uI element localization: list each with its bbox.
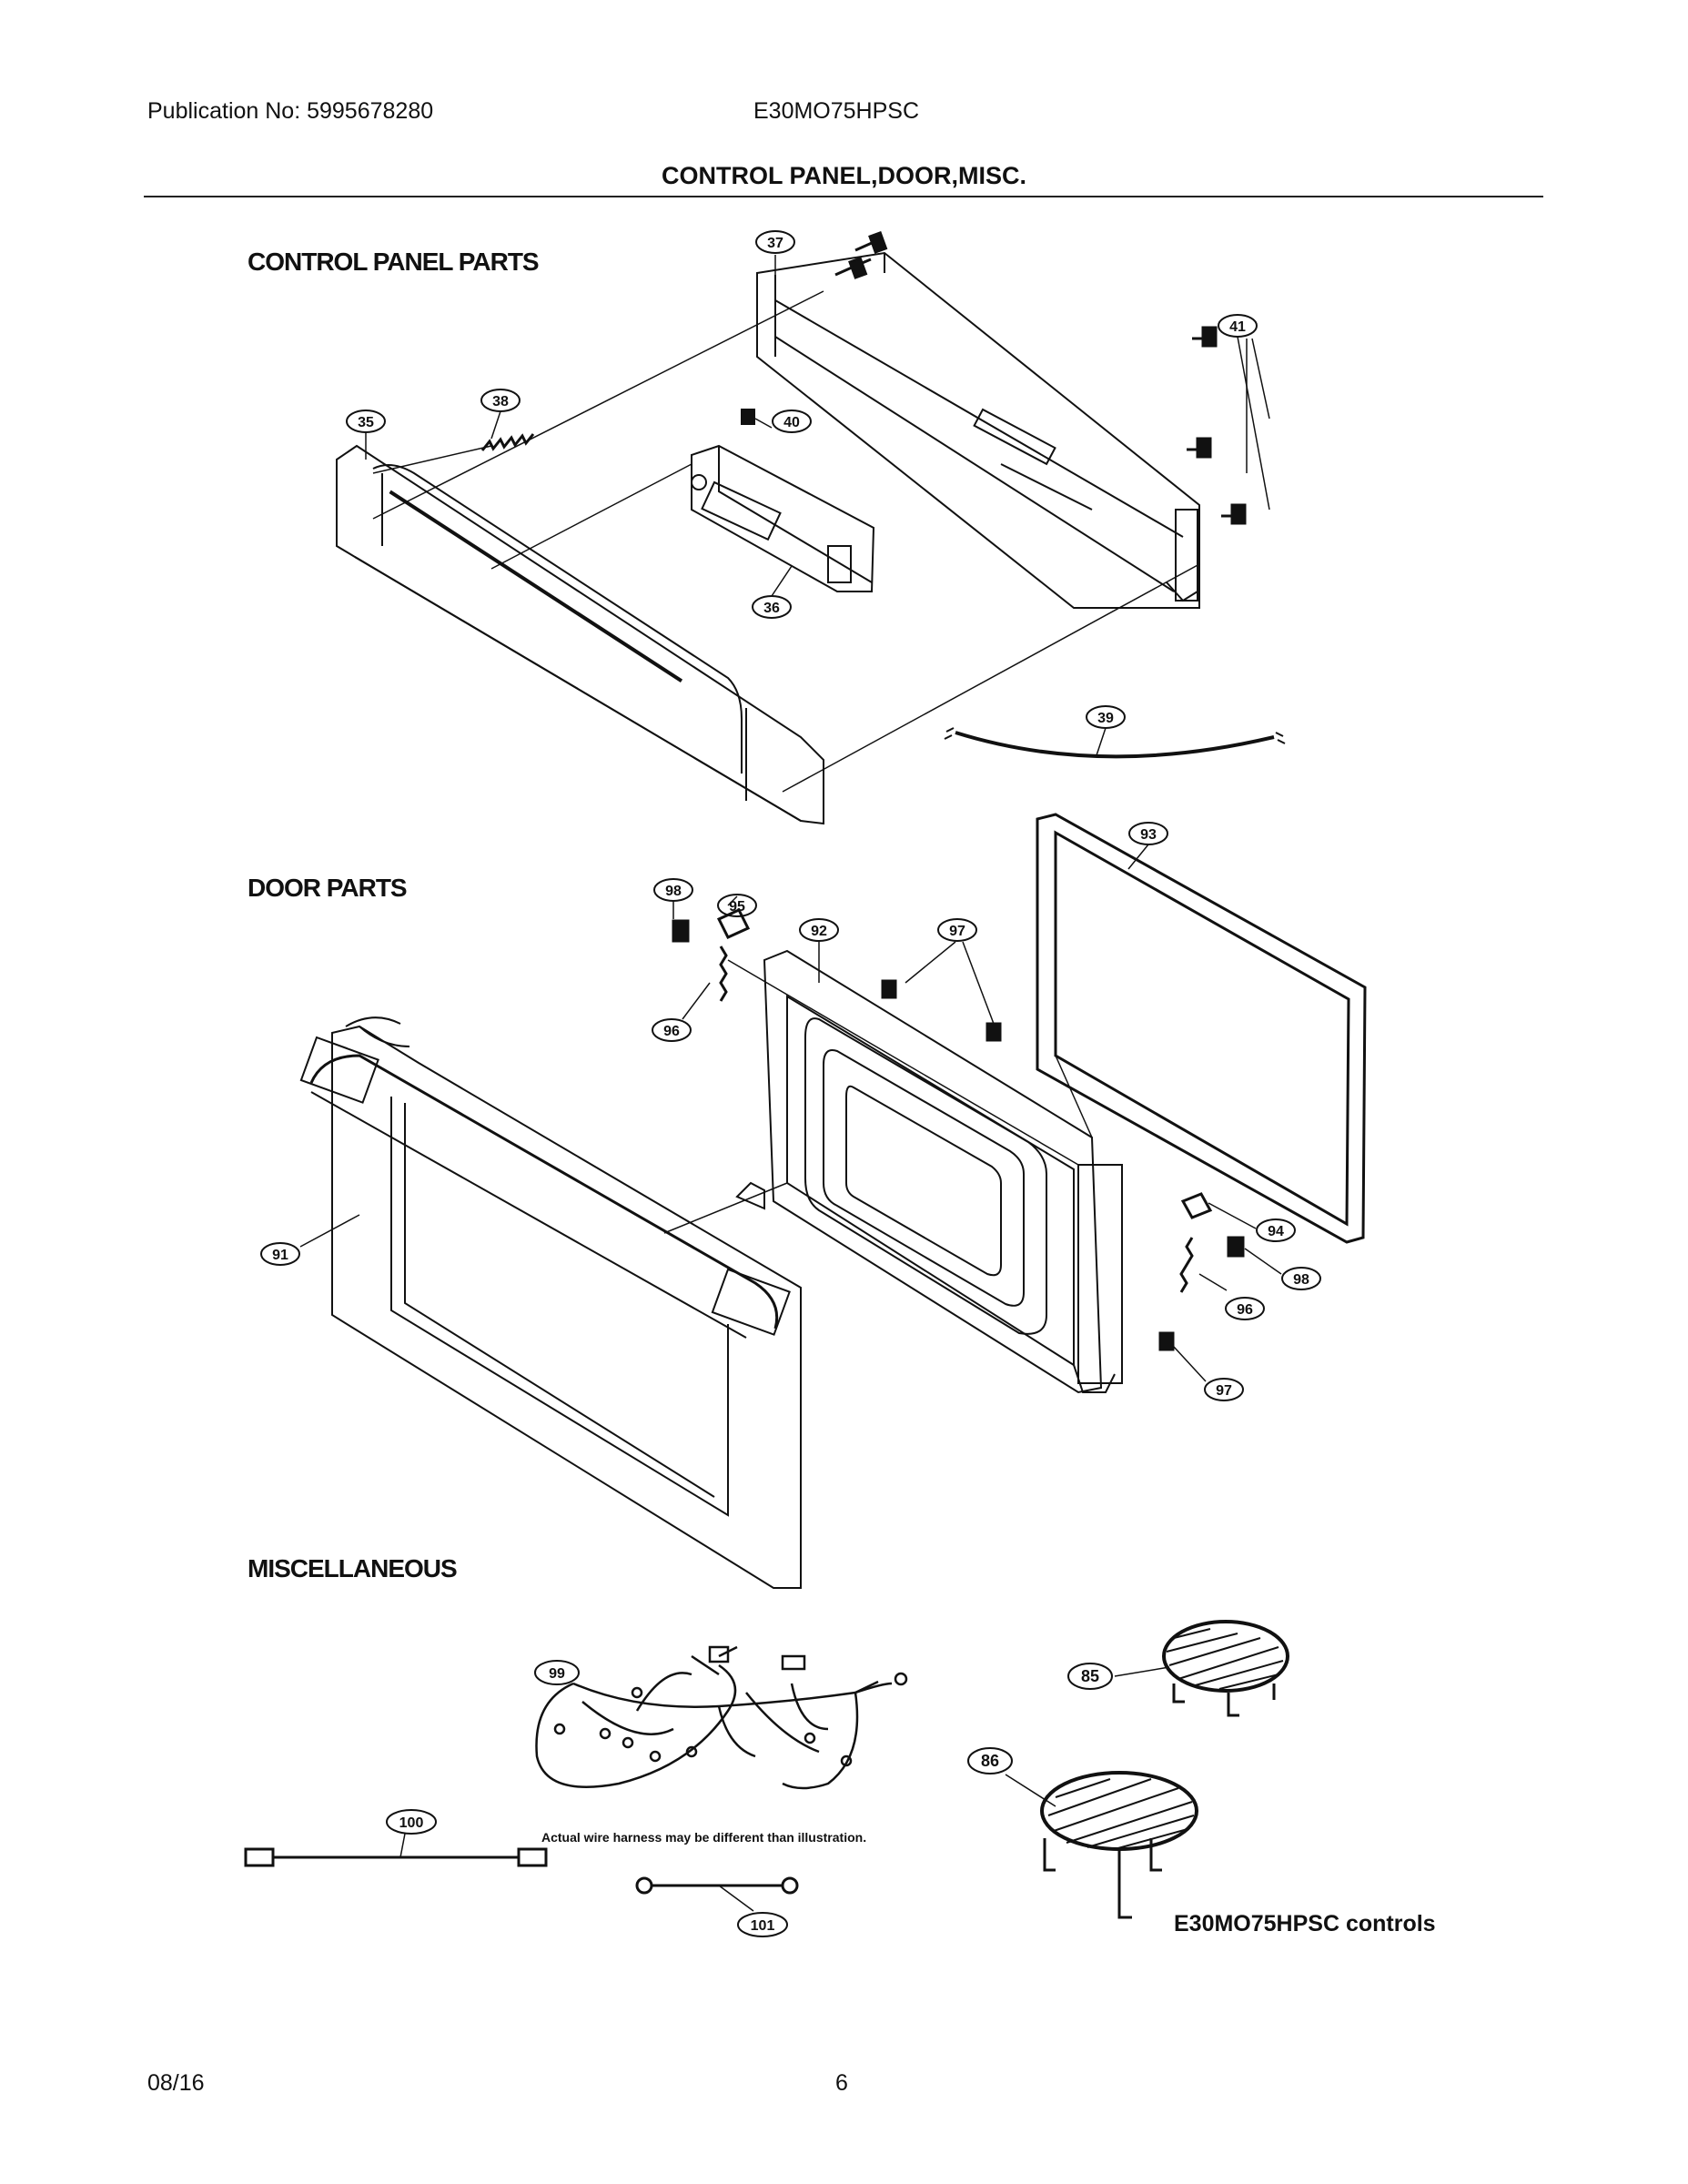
svg-text:100: 100 xyxy=(399,1815,424,1831)
callout-40: 40 xyxy=(772,410,812,433)
callout-95: 95 xyxy=(717,894,757,917)
callout-98-top: 98 xyxy=(653,878,693,902)
door-leaders xyxy=(299,844,1282,1382)
svg-text:85: 85 xyxy=(1081,1667,1099,1685)
callout-96-right: 96 xyxy=(1225,1297,1265,1320)
svg-text:40: 40 xyxy=(783,415,800,430)
svg-text:99: 99 xyxy=(549,1666,565,1682)
svg-text:92: 92 xyxy=(811,924,827,939)
callout-91: 91 xyxy=(260,1242,300,1266)
callout-35: 35 xyxy=(346,410,386,433)
callout-92: 92 xyxy=(799,918,839,942)
wire-harness xyxy=(535,1645,908,1790)
section-heading-door: DOOR PARTS xyxy=(248,874,408,902)
svg-text:97: 97 xyxy=(949,924,965,939)
model-number: E30MO75HPSC xyxy=(753,98,920,124)
footer-date: 08/16 xyxy=(147,2070,205,2096)
callout-41: 41 xyxy=(1218,314,1258,338)
svg-text:101: 101 xyxy=(751,1918,775,1934)
callout-97-top: 97 xyxy=(937,918,977,942)
screws-41 xyxy=(1187,326,1247,525)
control-panel-leaders xyxy=(365,255,1270,793)
ground-wire-101 xyxy=(635,1876,799,1912)
callout-96-left: 96 xyxy=(652,1018,692,1042)
callout-97-bottom: 97 xyxy=(1204,1378,1244,1401)
control-panel-back-bracket xyxy=(756,251,1200,609)
svg-text:95: 95 xyxy=(729,899,745,915)
footer-page-number: 6 xyxy=(835,2070,848,2096)
callout-93: 93 xyxy=(1128,822,1168,845)
callout-100: 100 xyxy=(386,1809,437,1835)
screws-37 xyxy=(834,230,888,279)
callout-36: 36 xyxy=(752,595,792,619)
hinge-hardware xyxy=(672,908,1245,1351)
svg-text:96: 96 xyxy=(663,1024,680,1039)
spring-38 xyxy=(480,433,535,451)
door-gasket xyxy=(1036,813,1367,1244)
section-heading-misc: MISCELLANEOUS xyxy=(248,1554,458,1582)
harness-note: Actual wire harness may be different tha… xyxy=(541,1830,866,1845)
svg-text:86: 86 xyxy=(981,1752,999,1770)
svg-text:98: 98 xyxy=(665,884,682,899)
inner-door-panel xyxy=(735,949,1123,1394)
svg-text:38: 38 xyxy=(492,394,509,410)
callout-101: 101 xyxy=(737,1912,788,1937)
svg-text:93: 93 xyxy=(1140,827,1157,843)
callout-94: 94 xyxy=(1256,1218,1296,1242)
svg-text:41: 41 xyxy=(1229,319,1246,335)
callout-86: 86 xyxy=(967,1747,1013,1774)
outer-door xyxy=(299,1016,802,1589)
control-panel-front xyxy=(336,444,824,825)
title-divider xyxy=(144,196,1543,197)
svg-text:36: 36 xyxy=(763,601,780,616)
section-heading-control-panel: CONTROL PANEL PARTS xyxy=(248,248,540,276)
svg-text:94: 94 xyxy=(1268,1224,1284,1239)
svg-text:96: 96 xyxy=(1237,1302,1253,1318)
callout-38: 38 xyxy=(480,389,521,412)
svg-text:97: 97 xyxy=(1216,1383,1232,1399)
svg-text:35: 35 xyxy=(358,415,374,430)
callout-99: 99 xyxy=(534,1660,580,1685)
rack-85 xyxy=(1114,1620,1289,1717)
callout-37: 37 xyxy=(755,230,795,254)
callout-98-right: 98 xyxy=(1281,1267,1321,1290)
rack-86 xyxy=(1005,1771,1198,1919)
ribbon-cable-39 xyxy=(944,727,1286,759)
svg-text:98: 98 xyxy=(1293,1272,1309,1288)
callout-85: 85 xyxy=(1067,1663,1113,1690)
control-module xyxy=(691,444,875,592)
controls-label: E30MO75HPSC controls xyxy=(1174,1911,1436,1936)
svg-text:91: 91 xyxy=(272,1248,288,1263)
svg-text:39: 39 xyxy=(1097,711,1114,726)
callout-39: 39 xyxy=(1086,705,1126,729)
jumper-wire-100 xyxy=(244,1833,548,1867)
svg-text:37: 37 xyxy=(767,236,783,251)
publication-number: Publication No: 5995678280 xyxy=(147,98,434,124)
page-title: CONTROL PANEL,DOOR,MISC. xyxy=(661,162,1026,189)
screw-40 xyxy=(741,409,755,425)
